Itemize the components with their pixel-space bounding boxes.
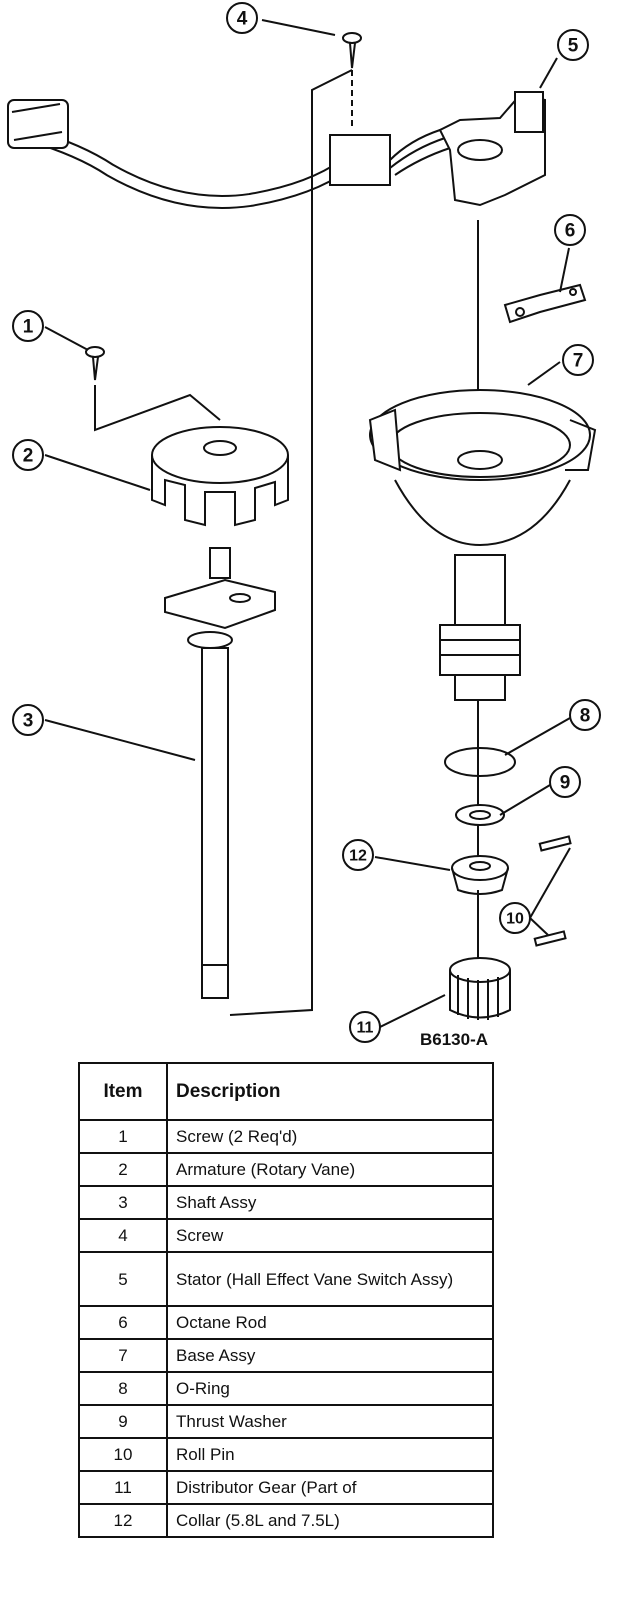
row-description: Distributor Gear (Part of (166, 1470, 494, 1505)
collar-part (451, 855, 509, 895)
row-item: 7 (78, 1338, 168, 1373)
row-description: Thrust Washer (166, 1404, 494, 1439)
row-description: Shaft Assy (166, 1185, 494, 1220)
callout-4: 4 (237, 9, 248, 30)
callout-12: 12 (349, 848, 367, 865)
header-description: Description (166, 1062, 494, 1121)
screw-1-part (85, 346, 105, 381)
figure-code: B6130-A (420, 1030, 489, 1049)
row-item: 9 (78, 1404, 168, 1439)
callout-7: 7 (573, 351, 584, 372)
row-description: Armature (Rotary Vane) (166, 1152, 494, 1187)
row-description: Screw (166, 1218, 494, 1253)
callout-2: 2 (23, 446, 34, 467)
thrust-washer-part (455, 804, 505, 826)
row-item: 6 (78, 1305, 168, 1340)
distributor-gear-part (449, 957, 511, 1020)
row-description: O-Ring (166, 1371, 494, 1406)
row-description: Screw (2 Req'd) (166, 1119, 494, 1154)
row-description: Stator (Hall Effect Vane Switch Assy) (166, 1251, 494, 1307)
callout-9: 9 (560, 773, 571, 794)
armature-part (151, 426, 289, 527)
row-description: Octane Rod (166, 1305, 494, 1340)
row-item: 3 (78, 1185, 168, 1220)
row-item: 11 (78, 1470, 168, 1505)
shaft-part (164, 547, 276, 999)
row-description: Collar (5.8L and 7.5L) (166, 1503, 494, 1538)
row-item: 10 (78, 1437, 168, 1472)
row-item: 8 (78, 1371, 168, 1406)
callout-5: 5 (568, 36, 579, 57)
row-item: 4 (78, 1218, 168, 1253)
callout-6: 6 (565, 221, 576, 242)
row-item: 2 (78, 1152, 168, 1187)
roll-pin-upper (538, 835, 572, 852)
exploded-view-diagram: 4 5 6 1 7 2 3 8 9 12 10 11 (7, 2, 601, 1043)
callout-3: 3 (23, 711, 34, 732)
wiring-harness (7, 99, 481, 209)
screw-4-part (342, 32, 362, 69)
base-assy-part (368, 389, 597, 701)
row-description: Roll Pin (166, 1437, 494, 1472)
table-header-row: Item Description (78, 1062, 494, 1121)
row-item: 1 (78, 1119, 168, 1154)
callout-8: 8 (580, 706, 591, 727)
callout-10: 10 (506, 911, 524, 928)
callout-11: 11 (357, 1020, 374, 1037)
row-item: 12 (78, 1503, 168, 1538)
callout-1: 1 (23, 317, 34, 338)
header-item: Item (78, 1062, 168, 1121)
o-ring-part (444, 747, 516, 777)
stator-part (438, 91, 546, 207)
row-description: Base Assy (166, 1338, 494, 1373)
row-item: 5 (78, 1251, 168, 1307)
roll-pin-lower (533, 930, 567, 947)
callout-circles (12, 2, 601, 1043)
octane-rod-part (503, 283, 587, 324)
